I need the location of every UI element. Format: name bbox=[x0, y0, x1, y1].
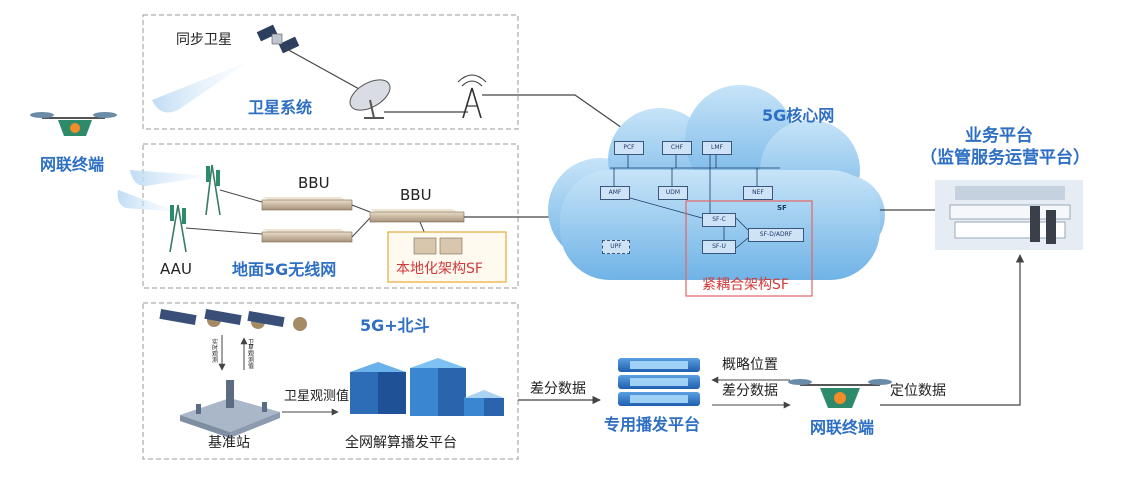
core-network-title: 5G核心网 bbox=[762, 106, 835, 125]
node-nef: NEF bbox=[743, 186, 773, 200]
bbu-3-icon bbox=[261, 229, 353, 243]
sync-satellite-label: 同步卫星 bbox=[176, 32, 232, 48]
approx-pos-label: 概略位置 bbox=[722, 357, 778, 373]
local-sf-servers-icon bbox=[413, 237, 463, 255]
diff-data-label-right: 差分数据 bbox=[722, 383, 778, 399]
beidou-region bbox=[142, 302, 519, 460]
platform-title: 业务平台 bbox=[965, 126, 1033, 146]
local-sf-label: 本地化架构SF bbox=[396, 261, 483, 277]
bbu1-to-bbu2-link bbox=[351, 204, 371, 213]
node-chf: CHF bbox=[662, 141, 692, 155]
terminal-left-label: 网联终端 bbox=[40, 155, 105, 174]
terminal-right-label: 网联终端 bbox=[810, 418, 875, 437]
beidou-satellites-icon bbox=[159, 308, 307, 331]
node-sf-d: SF-D/ADRF bbox=[748, 228, 804, 242]
tight-sf-label: 紧耦合架构SF bbox=[702, 277, 789, 293]
aau-tower-1-icon bbox=[205, 164, 221, 216]
aau-tower-2-icon bbox=[169, 204, 187, 253]
aau-beam-1 bbox=[130, 170, 212, 186]
aau-to-bbu3-link bbox=[185, 227, 263, 235]
sf-tag: SF bbox=[777, 204, 787, 212]
aau-label: AAU bbox=[160, 260, 192, 278]
node-sf-u: SF-U bbox=[702, 240, 736, 254]
satellite-system-label: 卫星系统 bbox=[248, 98, 313, 117]
net-platform-label: 全网解算播发平台 bbox=[345, 435, 457, 451]
aau-to-bbu1-link bbox=[219, 189, 263, 203]
tight-sf-box bbox=[685, 200, 813, 297]
node-lmf: LMF bbox=[702, 141, 732, 155]
platform-subtitle: （监管服务运营平台） bbox=[920, 148, 1090, 168]
beidou-title: 5G+北斗 bbox=[360, 316, 430, 335]
aau-beam-2 bbox=[117, 190, 178, 212]
diff-data-label-left: 差分数据 bbox=[530, 381, 586, 397]
node-upf: UPF bbox=[602, 240, 630, 254]
position-data-arrow bbox=[880, 254, 1025, 406]
drone-right-icon bbox=[788, 379, 892, 408]
broadcast-platform-label: 专用播发平台 bbox=[604, 415, 701, 434]
ops-center-image bbox=[935, 180, 1083, 250]
realtime-obs-label: 实时观测 bbox=[212, 339, 219, 364]
broadcast-server-icon bbox=[618, 358, 700, 406]
position-data-label: 定位数据 bbox=[890, 383, 946, 399]
solver-platform-icon bbox=[350, 358, 504, 416]
node-sf-c: SF-C bbox=[702, 213, 736, 227]
core-links bbox=[610, 152, 780, 249]
base-station-label: 基准站 bbox=[208, 435, 250, 451]
node-pcf: PCF bbox=[614, 141, 644, 155]
obs-value-label: 卫星观测值 bbox=[284, 389, 350, 404]
satellite-beam bbox=[152, 62, 248, 113]
satellite-region bbox=[142, 14, 519, 130]
node-udm: UDM bbox=[658, 186, 688, 200]
sat-to-dish-link bbox=[284, 47, 371, 96]
bbu-1-icon bbox=[261, 197, 353, 211]
relay-tower-icon bbox=[457, 74, 487, 119]
tower-to-core-link bbox=[482, 94, 626, 131]
sync-satellite-icon bbox=[256, 24, 300, 54]
satellite-dish-icon bbox=[349, 79, 391, 119]
bbu-2-label: BBU bbox=[400, 186, 432, 204]
ground-network-label: 地面5G无线网 bbox=[232, 260, 337, 279]
bbu-2-icon bbox=[369, 209, 465, 223]
sat-obs-small-label: 卫星观测值 bbox=[248, 339, 255, 370]
ground-region bbox=[142, 143, 519, 289]
drone-left-icon bbox=[30, 112, 117, 136]
base-station-icon bbox=[180, 380, 280, 438]
bbu-1-label: BBU bbox=[298, 174, 330, 192]
node-amf: AMF bbox=[600, 186, 630, 200]
bbu3-to-bbu2-link bbox=[351, 217, 371, 238]
